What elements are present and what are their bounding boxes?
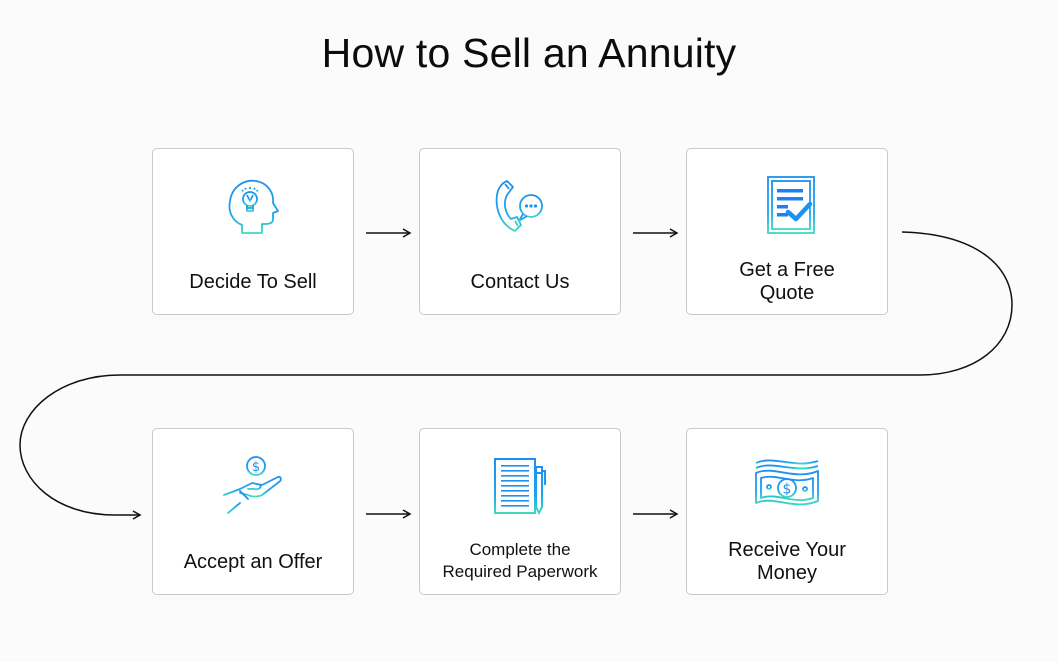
curved-connector-step3-to-step4 [19,231,1013,520]
step-card-decide-to-sell: Decide To Sell [152,148,354,315]
hand-coin-icon: $ [223,456,282,514]
page-title: How to Sell an Annuity [321,30,737,76]
svg-text:$: $ [252,460,260,475]
step-label: Contact Us [470,271,570,293]
step-label: Accept an Offer [183,551,323,573]
step-card-get-a-free-quote: Get a Free Quote [686,148,888,315]
step-label: Get a Free Quote [739,259,835,304]
step-card-contact-us: Contact Us [419,148,621,315]
step-card-accept-an-offer: $ Accept an Offer [152,428,354,595]
dollar-bill-icon: $ [755,459,819,506]
step-label: Decide To Sell [189,271,317,293]
paperwork-pen-icon [494,458,546,516]
step-card-receive-your-money: $ Receive Your Money [686,428,888,595]
svg-text:$: $ [783,482,792,498]
step-card-complete-paperwork: Complete the Required Paperwork [419,428,621,595]
step-label: Receive Your Money [728,539,846,584]
document-checkmark-icon [767,176,815,234]
head-lightbulb-icon [228,179,279,234]
phone-chat-icon [495,180,543,232]
step-label: Complete the Required Paperwork [442,540,598,581]
